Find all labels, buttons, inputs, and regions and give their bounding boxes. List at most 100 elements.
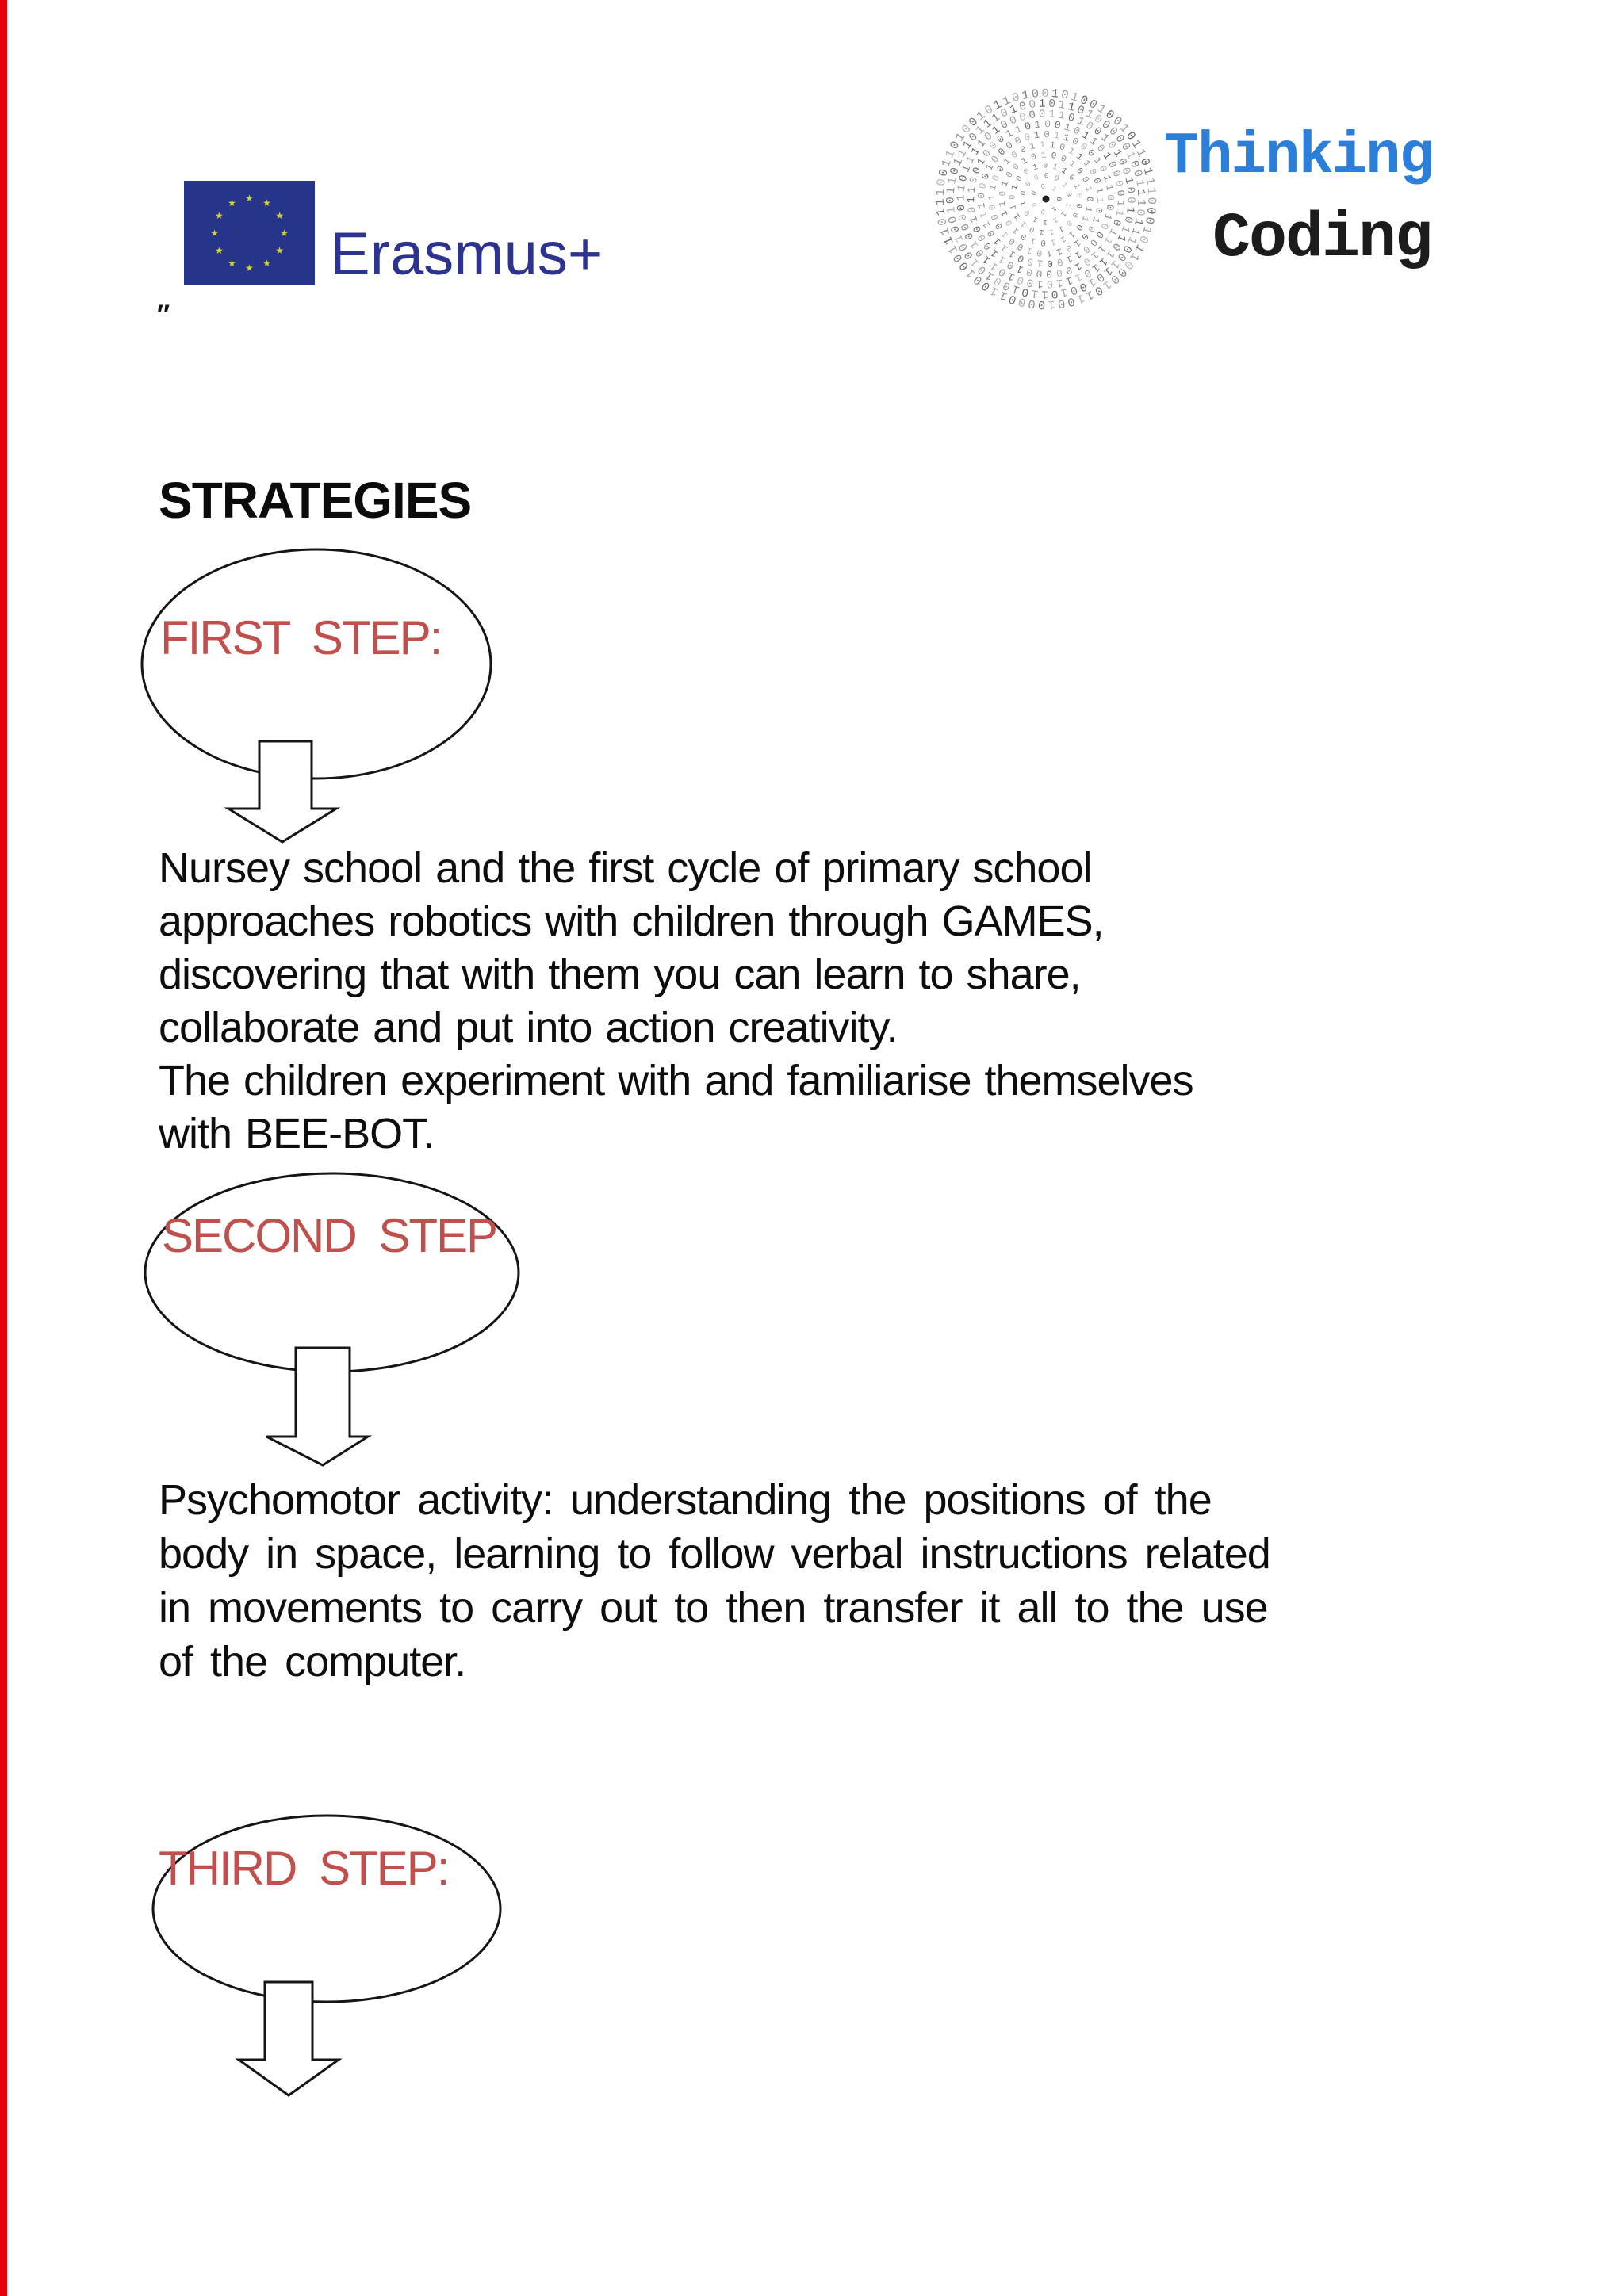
svg-text:1: 1 xyxy=(1094,187,1105,194)
svg-text:0: 0 xyxy=(1124,186,1136,194)
svg-text:0: 0 xyxy=(1093,207,1104,215)
svg-text:1: 1 xyxy=(1090,215,1101,224)
svg-text:0: 0 xyxy=(1044,129,1050,140)
svg-text:0: 0 xyxy=(1030,190,1039,197)
svg-text:0: 0 xyxy=(1047,258,1053,269)
svg-text:0: 0 xyxy=(1046,268,1052,280)
svg-text:1: 1 xyxy=(945,186,959,194)
svg-text:1: 1 xyxy=(1059,181,1069,189)
text-line: in movements to carry out to then transf… xyxy=(159,1584,1269,1632)
svg-text:1: 1 xyxy=(1103,184,1115,192)
svg-text:0: 0 xyxy=(1019,190,1028,197)
svg-text:0: 0 xyxy=(1073,202,1082,209)
svg-text:1: 1 xyxy=(1041,151,1047,161)
svg-text:1: 1 xyxy=(1018,201,1028,207)
quote-mark: ″ xyxy=(155,300,169,330)
svg-text:0: 0 xyxy=(1018,100,1028,114)
svg-text:0: 0 xyxy=(1133,208,1147,216)
down-arrow-3 xyxy=(235,1980,343,2097)
svg-text:0: 0 xyxy=(1142,216,1157,226)
svg-text:0: 0 xyxy=(1039,109,1046,121)
svg-text:0: 0 xyxy=(1030,201,1039,208)
svg-text:1: 1 xyxy=(1123,206,1136,214)
svg-text:0: 0 xyxy=(1052,174,1060,183)
svg-text:0: 0 xyxy=(1018,112,1028,125)
svg-text:1: 1 xyxy=(1053,130,1061,142)
paragraph-second-step: Psychomotor activity: understanding the … xyxy=(159,1473,1271,1689)
svg-text:1: 1 xyxy=(1020,219,1029,228)
svg-text:0: 0 xyxy=(1057,296,1067,310)
svg-text:1: 1 xyxy=(1066,101,1076,115)
svg-text:0: 0 xyxy=(1055,197,1063,201)
svg-text:1: 1 xyxy=(1059,233,1067,244)
svg-text:1: 1 xyxy=(1059,166,1068,177)
svg-text:0: 0 xyxy=(1104,204,1116,211)
svg-text:0: 0 xyxy=(979,172,992,182)
text-line: approaches robotics with children throug… xyxy=(159,897,1105,945)
svg-text:1: 1 xyxy=(1063,121,1072,134)
svg-text:0: 0 xyxy=(1130,169,1144,179)
step-label-first: FIRST STEP: xyxy=(160,611,442,664)
svg-text:1: 1 xyxy=(1009,204,1019,211)
svg-text:1: 1 xyxy=(1039,98,1046,111)
svg-text:0: 0 xyxy=(1048,98,1056,112)
eu-star-icon: ★ xyxy=(262,258,271,270)
svg-text:1: 1 xyxy=(1048,109,1055,121)
eu-star-icon: ★ xyxy=(245,262,254,274)
svg-text:0: 0 xyxy=(1066,174,1075,183)
svg-text:0: 0 xyxy=(977,182,989,189)
eu-star-icon: ★ xyxy=(275,210,284,221)
svg-text:0: 0 xyxy=(935,178,949,187)
svg-text:1: 1 xyxy=(988,184,999,192)
svg-text:1: 1 xyxy=(1039,227,1044,236)
svg-text:0: 0 xyxy=(1063,242,1073,254)
svg-text:0: 0 xyxy=(1060,88,1070,103)
svg-text:0: 0 xyxy=(1036,267,1043,280)
svg-text:1: 1 xyxy=(1013,212,1024,220)
svg-text:1: 1 xyxy=(1082,205,1093,212)
step3-ellipse xyxy=(151,1814,502,2003)
svg-text:0: 0 xyxy=(1036,247,1044,258)
svg-text:0: 0 xyxy=(1058,142,1067,154)
svg-text:0: 0 xyxy=(1124,197,1136,203)
svg-text:0: 0 xyxy=(1105,194,1116,201)
svg-text:1: 1 xyxy=(935,198,948,206)
svg-text:0: 0 xyxy=(1044,118,1051,130)
text-line: body in space, learning to follow verbal… xyxy=(159,1530,1271,1578)
svg-text:0: 0 xyxy=(1040,237,1046,247)
svg-text:0: 0 xyxy=(957,212,970,221)
svg-text:1: 1 xyxy=(1143,176,1157,186)
eu-star-icon: ★ xyxy=(245,193,254,204)
svg-text:1: 1 xyxy=(1059,209,1068,219)
svg-text:1: 1 xyxy=(1025,244,1034,256)
svg-text:0: 0 xyxy=(967,175,980,184)
svg-text:1: 1 xyxy=(1033,129,1040,141)
svg-text:0: 0 xyxy=(1032,173,1040,182)
svg-text:1: 1 xyxy=(1034,118,1042,131)
svg-text:1: 1 xyxy=(1000,209,1010,217)
svg-text:0: 0 xyxy=(947,215,961,224)
svg-text:1: 1 xyxy=(1114,200,1126,207)
svg-text:1: 1 xyxy=(1051,216,1059,225)
svg-text:1: 1 xyxy=(976,202,988,209)
svg-text:1: 1 xyxy=(1041,287,1048,300)
svg-text:0: 0 xyxy=(976,193,987,199)
svg-text:1: 1 xyxy=(1134,199,1147,206)
eu-star-icon: ★ xyxy=(280,228,289,239)
scan-edge-line xyxy=(0,0,7,2296)
svg-text:0: 0 xyxy=(1009,195,1017,201)
svg-text:1: 1 xyxy=(1063,201,1073,209)
svg-text:1: 1 xyxy=(1051,88,1059,101)
svg-text:0: 0 xyxy=(1064,191,1074,197)
svg-text:1: 1 xyxy=(1050,205,1058,213)
svg-text:1: 1 xyxy=(1064,274,1074,287)
step2-ellipse xyxy=(144,1172,520,1373)
svg-text:1: 1 xyxy=(1029,235,1037,245)
svg-text:0: 0 xyxy=(990,174,1002,182)
svg-text:1: 1 xyxy=(1021,88,1030,103)
svg-text:1: 1 xyxy=(1050,236,1056,247)
svg-text:1: 1 xyxy=(967,215,981,224)
eu-star-icon: ★ xyxy=(228,258,236,270)
